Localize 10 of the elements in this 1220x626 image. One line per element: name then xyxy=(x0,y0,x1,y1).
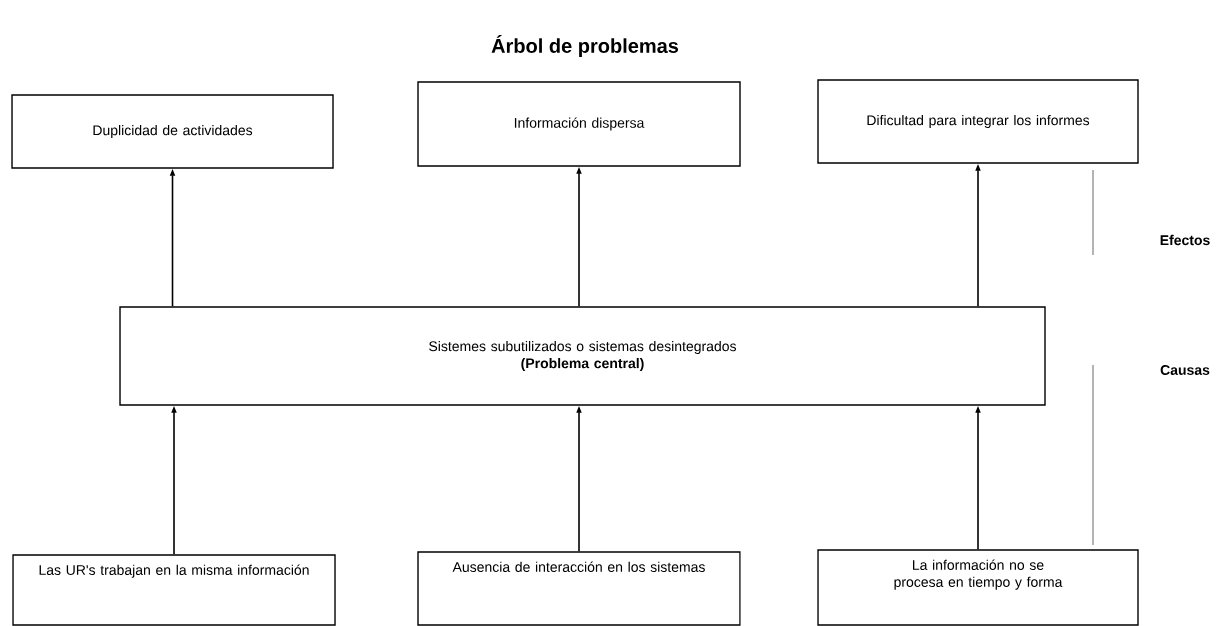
title: Árbol de problemas xyxy=(491,35,679,57)
cause-box: Ausencia de interacción en los sistemas xyxy=(417,551,741,626)
effect-box: Dificultad para integrar los informes xyxy=(817,79,1139,164)
problem-box: Sistemes subutilizados o sistemas desintegrados (Problema central) xyxy=(119,306,1046,406)
cause-box: Las UR's trabajan en la misma información xyxy=(12,554,336,626)
section-label: Causas xyxy=(1160,365,1210,375)
effect-box: Duplicidad de actividades xyxy=(11,94,334,169)
section-label: Efectos xyxy=(1160,234,1210,246)
cause-box: La información no se procesa en tiempo y forma xyxy=(817,549,1139,626)
effect-box: Información dispersa xyxy=(417,81,741,167)
